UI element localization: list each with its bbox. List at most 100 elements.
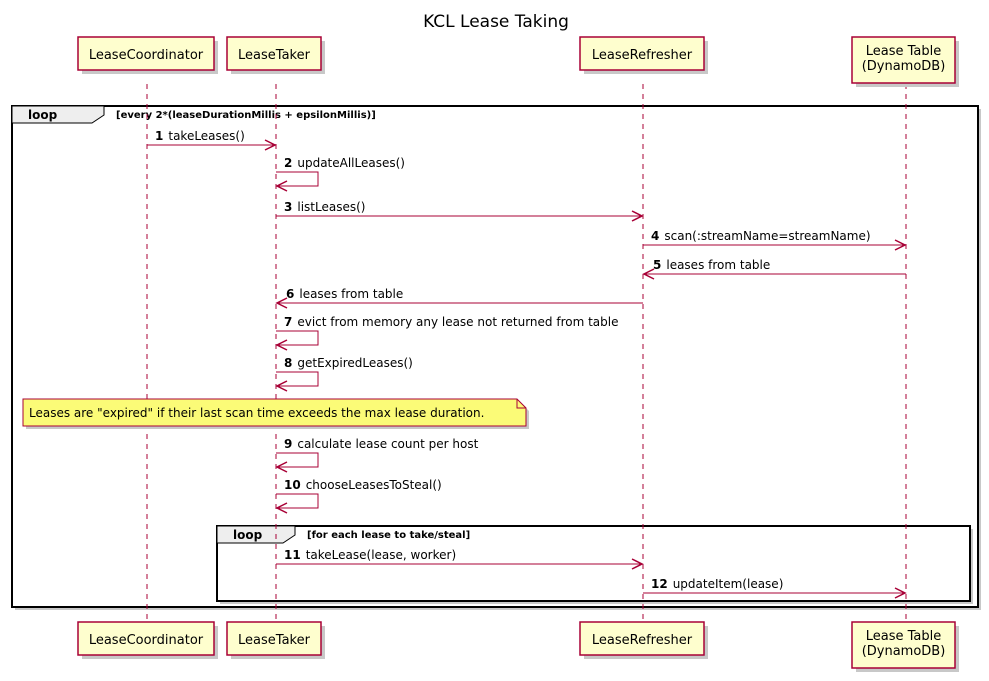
message-line <box>276 371 319 387</box>
message-1: 1 takeLeases() <box>147 129 277 151</box>
participant-coord-bottom: LeaseCoordinator <box>77 621 218 659</box>
participant-box <box>226 36 322 71</box>
message-7: 7 evict from memory any lease not returne… <box>275 315 619 351</box>
message-label: 7 evict from memory any lease not returne… <box>284 315 619 329</box>
message-label: 12 updateItem(lease) <box>651 577 783 591</box>
loop-keyword: loop <box>233 528 263 542</box>
message-number: 11 <box>284 548 301 562</box>
message-2: 2 updateAllLeases() <box>275 156 405 192</box>
message-number: 3 <box>284 200 292 214</box>
participant-coord-top: LeaseCoordinator <box>77 36 218 74</box>
arrow-head <box>275 339 288 351</box>
loop-tab <box>11 105 105 124</box>
arrow-head <box>275 380 288 392</box>
participant-label: LeaseTaker <box>238 633 311 648</box>
message-text: takeLease(lease, worker) <box>306 548 456 562</box>
message-3: 3 listLeases() <box>276 200 644 222</box>
message-label: 3 listLeases() <box>284 200 365 214</box>
participant-box <box>851 621 956 669</box>
arrow-head <box>275 502 288 514</box>
participant-label: Lease Table <box>866 44 942 59</box>
message-number: 2 <box>284 156 292 170</box>
message-text: calculate lease count per host <box>297 437 478 451</box>
message-text: leases from table <box>666 258 770 272</box>
participant-table-bottom: Lease Table(DynamoDB) <box>851 621 959 672</box>
message-line <box>276 493 319 509</box>
message-6: 6 leases from table <box>275 287 643 309</box>
message-number: 10 <box>284 478 301 492</box>
message-text: takeLeases() <box>168 129 244 143</box>
message-label: 5 leases from table <box>653 258 770 272</box>
participant-label: Lease Table <box>866 629 942 644</box>
participant-table-top: Lease Table(DynamoDB) <box>851 36 959 87</box>
message-label: 10 chooseLeasesToSteal() <box>284 478 442 492</box>
participant-label: LeaseRefresher <box>592 633 693 648</box>
message-number: 7 <box>284 315 292 329</box>
participant-box <box>579 36 705 71</box>
participant-box <box>77 621 215 656</box>
arrow-head <box>275 180 288 192</box>
message-label: 2 updateAllLeases() <box>284 156 405 170</box>
note-fold <box>516 399 526 409</box>
message-10: 10 chooseLeasesToSteal() <box>275 478 442 514</box>
arrow-head <box>631 558 644 570</box>
participant-label: LeaseTaker <box>238 48 311 63</box>
participant-label: LeaseCoordinator <box>89 48 204 63</box>
loop-frame: loop [every 2*(leaseDurationMillis + epsi… <box>11 105 981 610</box>
message-label: 9 calculate lease count per host <box>284 437 479 451</box>
message-label: 11 takeLease(lease, worker) <box>284 548 456 562</box>
message-number: 12 <box>651 577 668 591</box>
note: Leases are "expired" if their last scan … <box>22 398 529 429</box>
message-text: updateAllLeases() <box>297 156 405 170</box>
message-11: 11 takeLease(lease, worker) <box>276 548 644 570</box>
arrow-head <box>894 587 907 599</box>
message-label: 6 leases from table <box>286 287 403 301</box>
participant-taker-bottom: LeaseTaker <box>226 621 325 659</box>
message-number: 6 <box>286 287 294 301</box>
loop-frames: loop [every 2*(leaseDurationMillis + epsi… <box>11 105 981 610</box>
participant-label: LeaseCoordinator <box>89 633 204 648</box>
arrow-head <box>275 461 288 473</box>
message-9: 9 calculate lease count per host <box>275 437 479 473</box>
message-number: 1 <box>155 129 163 143</box>
message-text: listLeases() <box>297 200 365 214</box>
participant-box <box>579 621 705 656</box>
message-text: leases from table <box>299 287 403 301</box>
participant-refresher-top: LeaseRefresher <box>579 36 708 74</box>
message-text: chooseLeasesToSteal() <box>306 478 442 492</box>
loop-frame: loop[for each lease to take/steal] <box>216 525 973 604</box>
message-line <box>276 171 319 187</box>
message-number: 4 <box>651 229 659 243</box>
message-text: evict from memory any lease not returned… <box>297 315 618 329</box>
participant-box <box>851 36 956 84</box>
participant-refresher-bottom: LeaseRefresher <box>579 621 708 659</box>
arrow-head <box>275 297 288 309</box>
message-label: 1 takeLeases() <box>155 129 245 143</box>
messages: 1 takeLeases() 2 updateAllLeases() 3 listLeas… <box>147 129 907 599</box>
participant-label: LeaseRefresher <box>592 48 693 63</box>
arrow-head <box>264 139 277 151</box>
lifelines <box>146 84 907 624</box>
participant-label: (DynamoDB) <box>862 59 946 74</box>
loop-condition: [every 2*(leaseDurationMillis + epsilonM… <box>116 110 376 121</box>
message-5: 5 leases from table <box>642 258 906 280</box>
note-layer: Leases are "expired" if their last scan … <box>22 398 529 429</box>
message-line <box>276 330 319 346</box>
participant-taker-top: LeaseTaker <box>226 36 325 74</box>
message-number: 9 <box>284 437 292 451</box>
message-12: 12 updateItem(lease) <box>643 577 907 599</box>
arrow-head <box>642 268 655 280</box>
message-line <box>276 452 319 468</box>
message-text: updateItem(lease) <box>673 577 784 591</box>
message-text: getExpiredLeases() <box>297 356 412 370</box>
message-number: 5 <box>653 258 661 272</box>
arrow-head <box>631 210 644 222</box>
arrow-head <box>894 239 907 251</box>
note-text: Leases are "expired" if their last scan … <box>29 406 484 420</box>
participants: LeaseCoordinatorLeaseCoordinatorLeaseTak… <box>77 36 959 672</box>
participant-box <box>77 36 215 71</box>
